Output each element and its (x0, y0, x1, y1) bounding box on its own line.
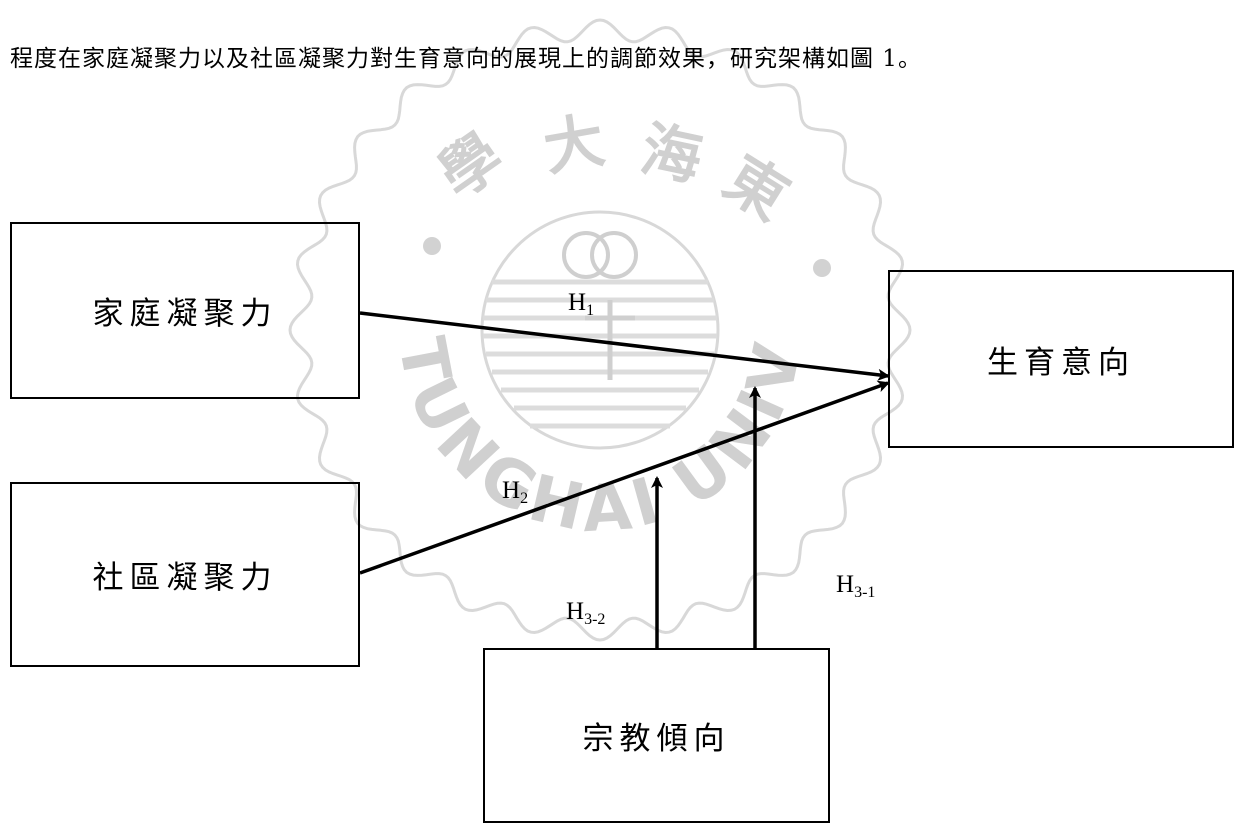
hypothesis-h2-label: H2 (502, 477, 529, 507)
h1-path-arrow (359, 311, 890, 381)
religious-orientation-label: 宗教傾向 (582, 721, 731, 757)
hypothesis-h3-2-label: H3-2 (566, 598, 606, 628)
hypothesis-h1-label: H1 (568, 289, 595, 319)
community-cohesion-box: 社區凝聚力 (10, 482, 360, 667)
community-cohesion-label: 社區凝聚力 (92, 560, 278, 596)
intro-paragraph: 程度在家庭凝聚力以及社區凝聚力對生育意向的展現上的調節效果，研究架構如圖 1。 (10, 46, 922, 72)
religious-orientation-box: 宗教傾向 (483, 648, 830, 823)
hypothesis-h3-1-label: H3-1 (836, 571, 876, 601)
family-cohesion-box: 家庭凝聚力 (10, 222, 360, 399)
family-cohesion-label: 家庭凝聚力 (92, 296, 278, 332)
fertility-intention-box: 生育意向 (888, 270, 1234, 448)
h2-path-arrow (359, 380, 890, 575)
fertility-intention-label: 生育意向 (987, 344, 1135, 381)
